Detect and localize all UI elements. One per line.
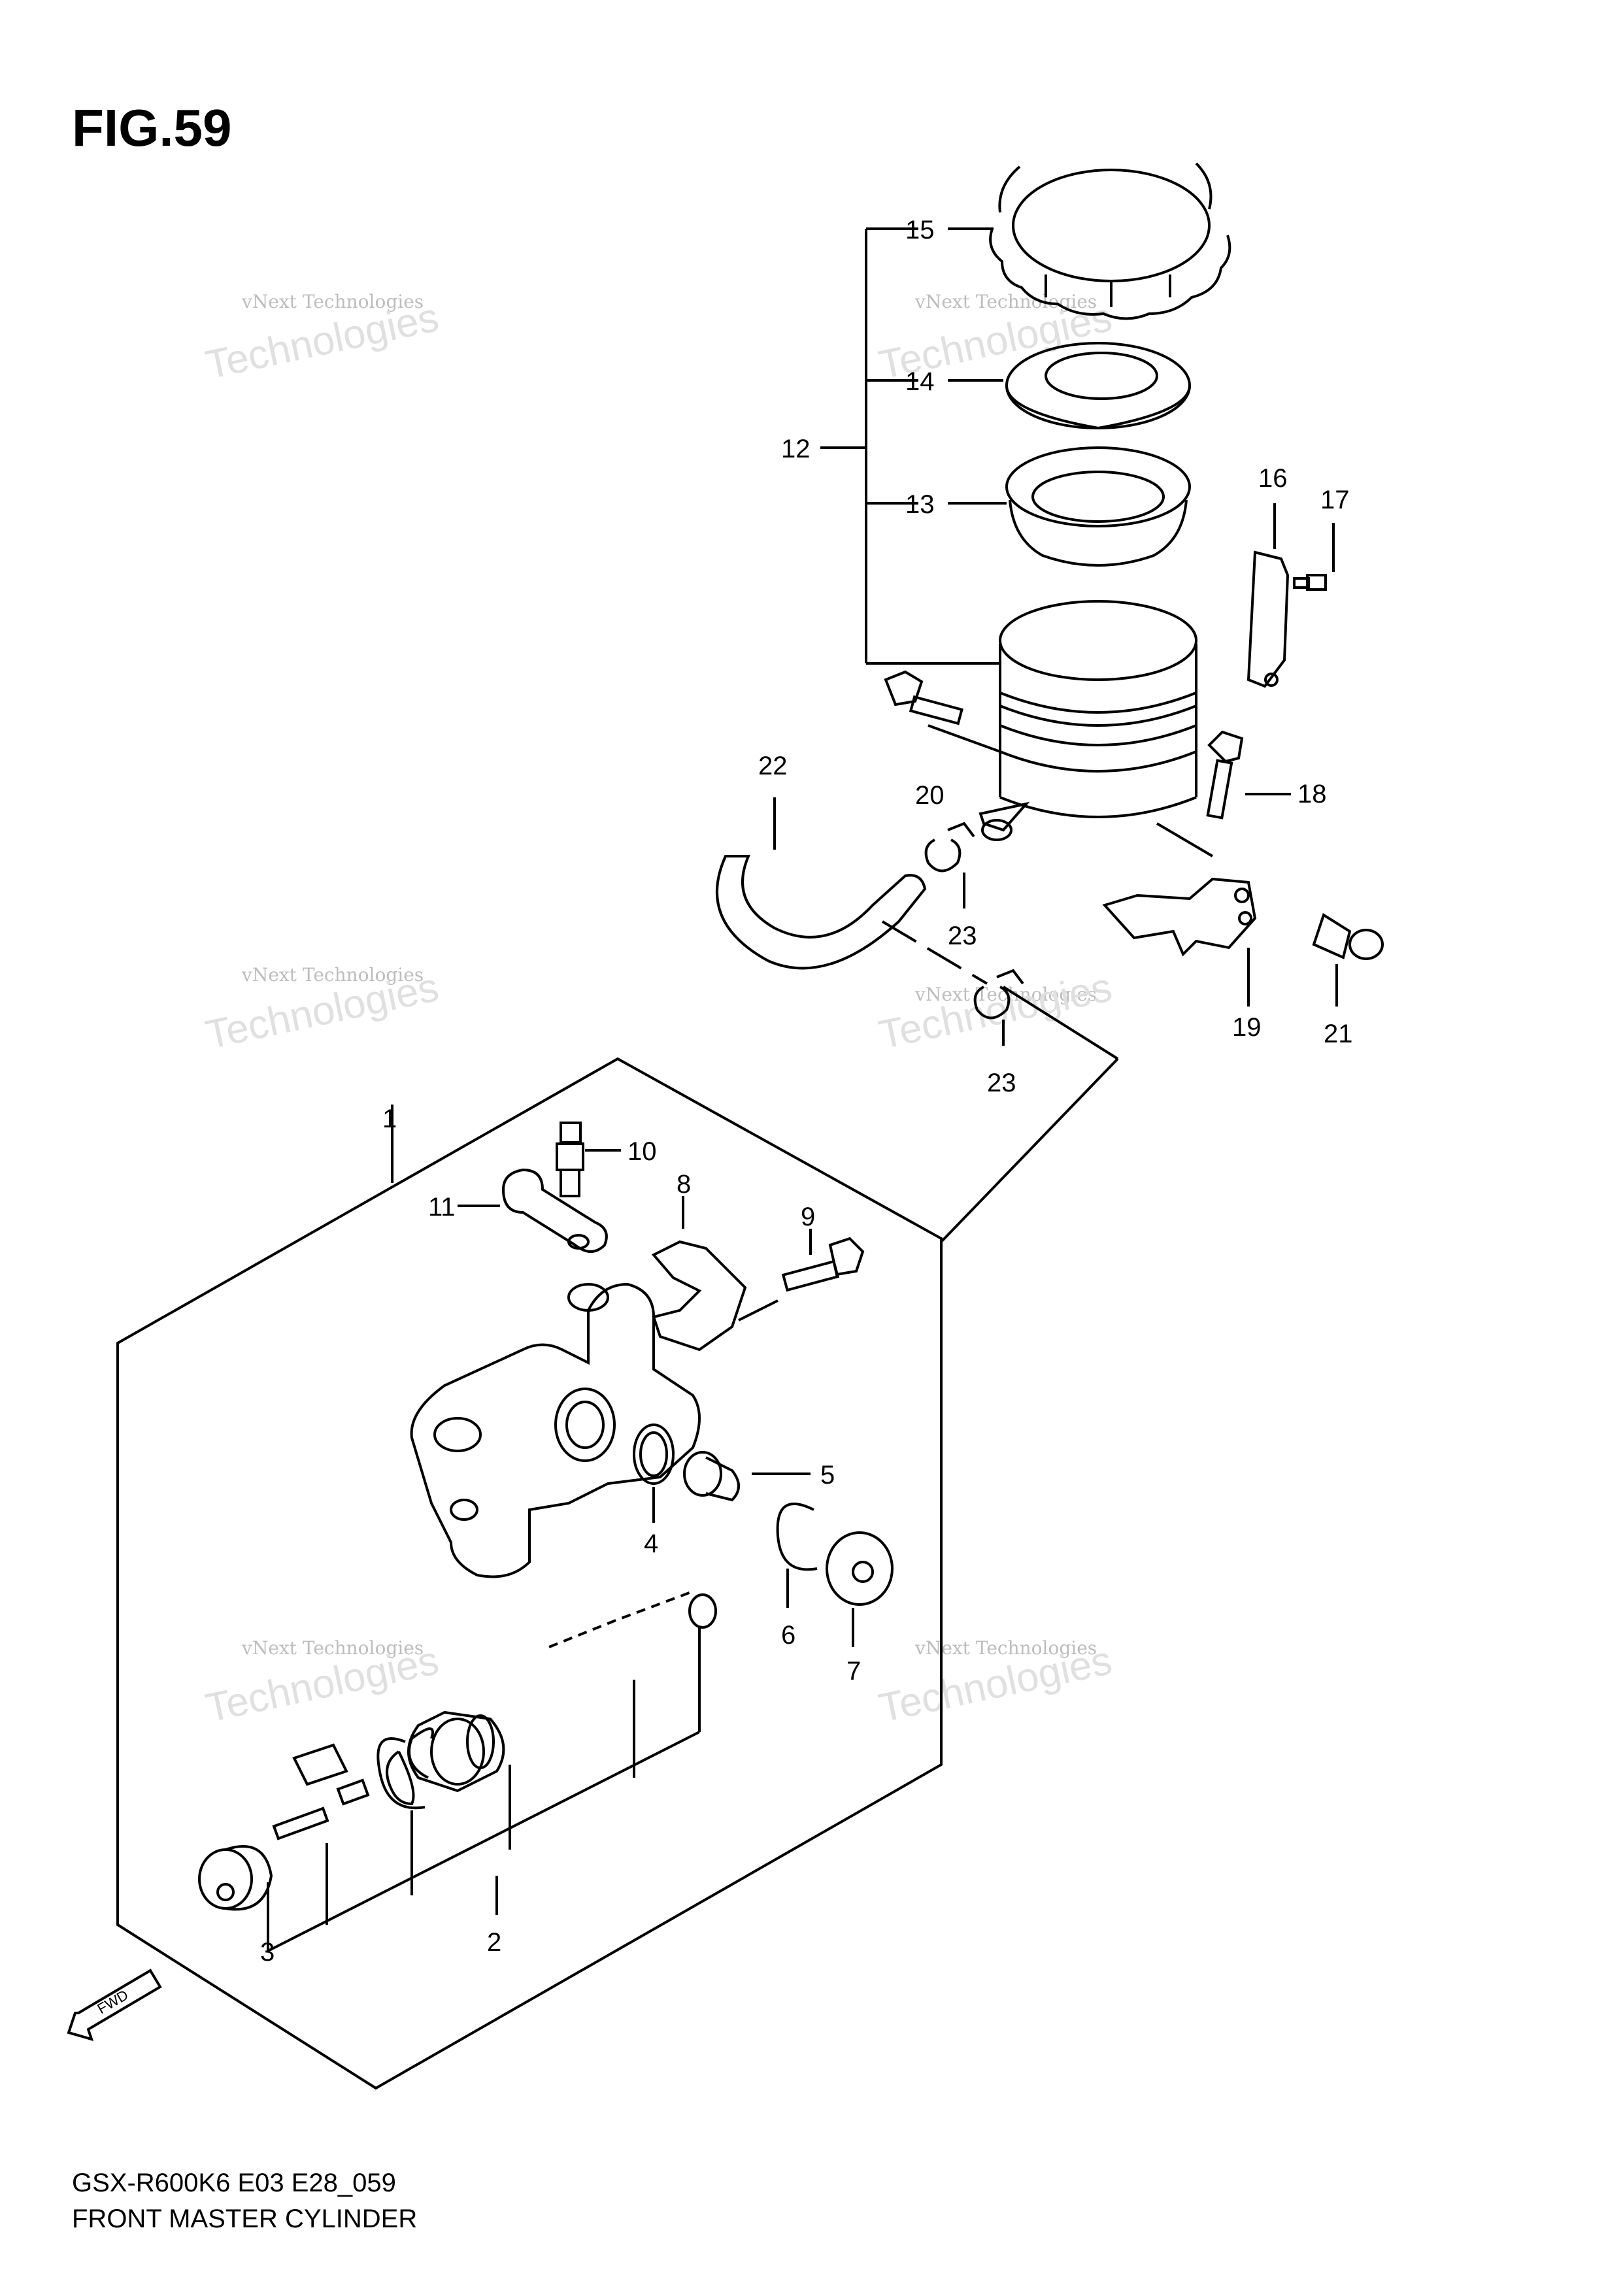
- callout-4: 4: [644, 1529, 658, 1558]
- bracket-clip: [1247, 503, 1290, 688]
- piston-assembly: [198, 1590, 717, 1952]
- figure-title: FIG.59: [72, 99, 232, 157]
- svg-text:Technologies: Technologies: [202, 965, 443, 1058]
- bleeder-cap: [458, 1168, 608, 1253]
- callout-8: 8: [677, 1170, 691, 1199]
- leader-line: [881, 920, 1119, 1243]
- clamp-bolt: [738, 1229, 865, 1322]
- callout-10: 10: [627, 1137, 657, 1166]
- callout-2: 2: [487, 1928, 501, 1957]
- callout-21: 21: [1324, 1020, 1353, 1048]
- callout-17: 17: [1320, 486, 1350, 514]
- washer: [826, 1531, 894, 1647]
- callout-16: 16: [1258, 464, 1288, 493]
- fwd-arrow-icon: [67, 1969, 162, 2041]
- clamp-holder: [651, 1196, 747, 1352]
- bleeder-screw: [556, 1122, 621, 1197]
- figure-caption: FRONT MASTER CYLINDER: [72, 2204, 418, 2233]
- bolt-20: [884, 670, 1001, 753]
- reservoir-bracket: [1102, 822, 1257, 1007]
- callout-9: 9: [801, 1203, 815, 1231]
- callout-22: 22: [758, 752, 788, 780]
- reservoir-body: [979, 600, 1197, 841]
- hose-clamp-b: [973, 969, 1024, 1046]
- callout-11: 11: [428, 1193, 456, 1222]
- callout-19: 19: [1232, 1013, 1262, 1042]
- callout-13: 13: [905, 490, 935, 519]
- reservoir-cap: [989, 162, 1231, 320]
- diaphragm-plate: [1005, 342, 1191, 430]
- callout-6: 6: [781, 1621, 795, 1650]
- callout-7: 7: [846, 1657, 861, 1686]
- callout-18: 18: [1297, 780, 1327, 808]
- svg-text:Technologies: Technologies: [202, 1638, 443, 1731]
- callout-20: 20: [915, 781, 945, 810]
- hose-clamp-a: [924, 822, 975, 908]
- callout-3: 3: [260, 1938, 275, 1967]
- svg-text:Technologies: Technologies: [875, 965, 1116, 1058]
- callout-23-a: 23: [948, 922, 977, 950]
- master-cylinder-box: [116, 1057, 943, 2090]
- callout-15: 15: [905, 216, 935, 244]
- callout-1: 1: [382, 1105, 397, 1133]
- hose: [716, 797, 927, 970]
- callout-12: 12: [781, 435, 811, 463]
- grommet: [1312, 912, 1384, 1007]
- reservoir-group-bracket: [820, 227, 1007, 665]
- callout-14: 14: [905, 367, 935, 396]
- reservoir-connector: [683, 1451, 811, 1502]
- svg-text:Technologies: Technologies: [875, 1638, 1116, 1731]
- o-ring: [633, 1423, 675, 1523]
- circlip-piston: [376, 1737, 426, 1810]
- bolt-18: [1206, 730, 1291, 820]
- diaphragm: [1005, 446, 1191, 567]
- master-cylinder-body: [410, 1282, 701, 1578]
- callout-5: 5: [820, 1461, 835, 1489]
- circlip-6: [776, 1503, 818, 1608]
- callout-23-b: 23: [987, 1069, 1016, 1097]
- small-screw: [1293, 523, 1335, 591]
- model-code: GSX-R600K6 E03 E28_059: [72, 2169, 396, 2197]
- svg-text:Technologies: Technologies: [202, 295, 443, 388]
